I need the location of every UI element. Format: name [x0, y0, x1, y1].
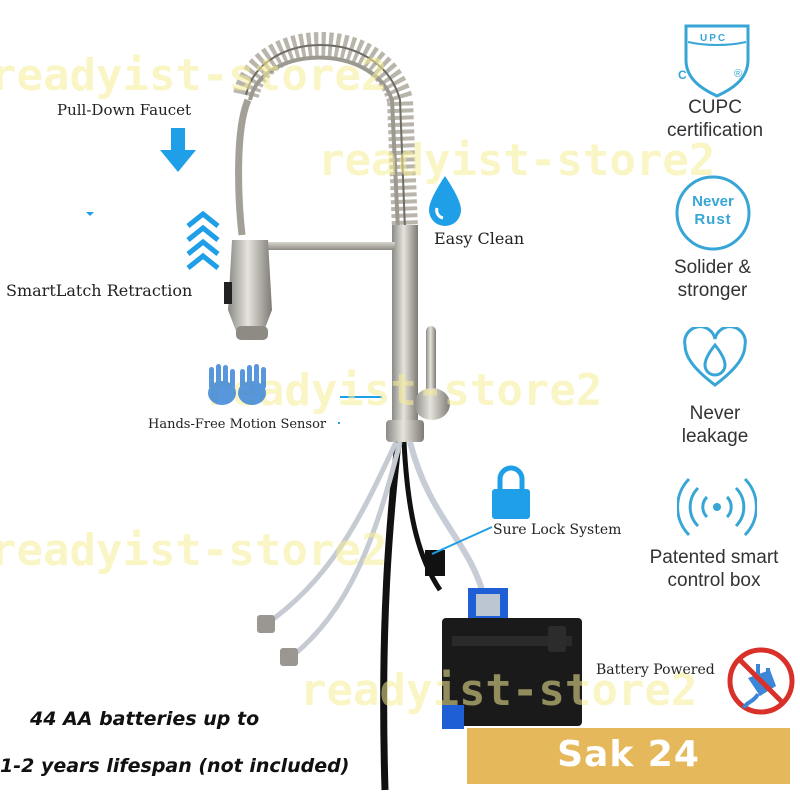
never-leakage-line2: leakage [681, 426, 749, 447]
cupc-mark-c: C [678, 68, 687, 82]
solider-label-line2: stronger [677, 280, 748, 301]
heart-drop-icon [683, 327, 747, 387]
cupc-shield-icon [684, 24, 750, 98]
battery-note-line2: 1-2 years lifespan (not included) [0, 755, 350, 777]
price-badge: Sak 24 [467, 728, 790, 784]
easy-clean-label: Easy Clean [434, 229, 525, 248]
wireless-signal-icon [677, 477, 757, 537]
hands-icon [208, 364, 266, 405]
cupc-mark-r: ® [734, 68, 743, 80]
battery-note-line1: 44 AA batteries up to [30, 708, 260, 730]
water-drop-icon [429, 176, 461, 226]
chevron-up-icon [186, 210, 220, 270]
solider-label-line1: Solider & [673, 257, 752, 278]
smartlatch-label: SmartLatch Retraction [6, 281, 193, 300]
smart-box-line2: control box [667, 570, 761, 591]
never-rust-icon [675, 175, 751, 251]
sure-lock-label: Sure Lock System [493, 522, 622, 538]
arrow-down-icon [160, 128, 196, 172]
cupc-mark-top: UPC [700, 33, 728, 44]
pull-down-faucet-label: Pull-Down Faucet [57, 101, 192, 119]
never-rust-icon-text1: Never [692, 193, 734, 210]
never-rust-icon-text2: Rust [694, 211, 732, 228]
smart-box-line1: Patented smart [649, 547, 779, 568]
battery-powered-label: Battery Powered [596, 662, 715, 678]
never-leakage-line1: Never [689, 403, 741, 424]
price-badge-text: Sak 24 [557, 734, 700, 775]
motion-sensor-label: Hands-Free Motion Sensor [148, 417, 327, 432]
cupc-label-line1: CUPC [688, 97, 742, 118]
no-plug-icon [727, 647, 795, 715]
cupc-label-line2: certification [666, 120, 764, 141]
lock-icon [492, 465, 530, 519]
